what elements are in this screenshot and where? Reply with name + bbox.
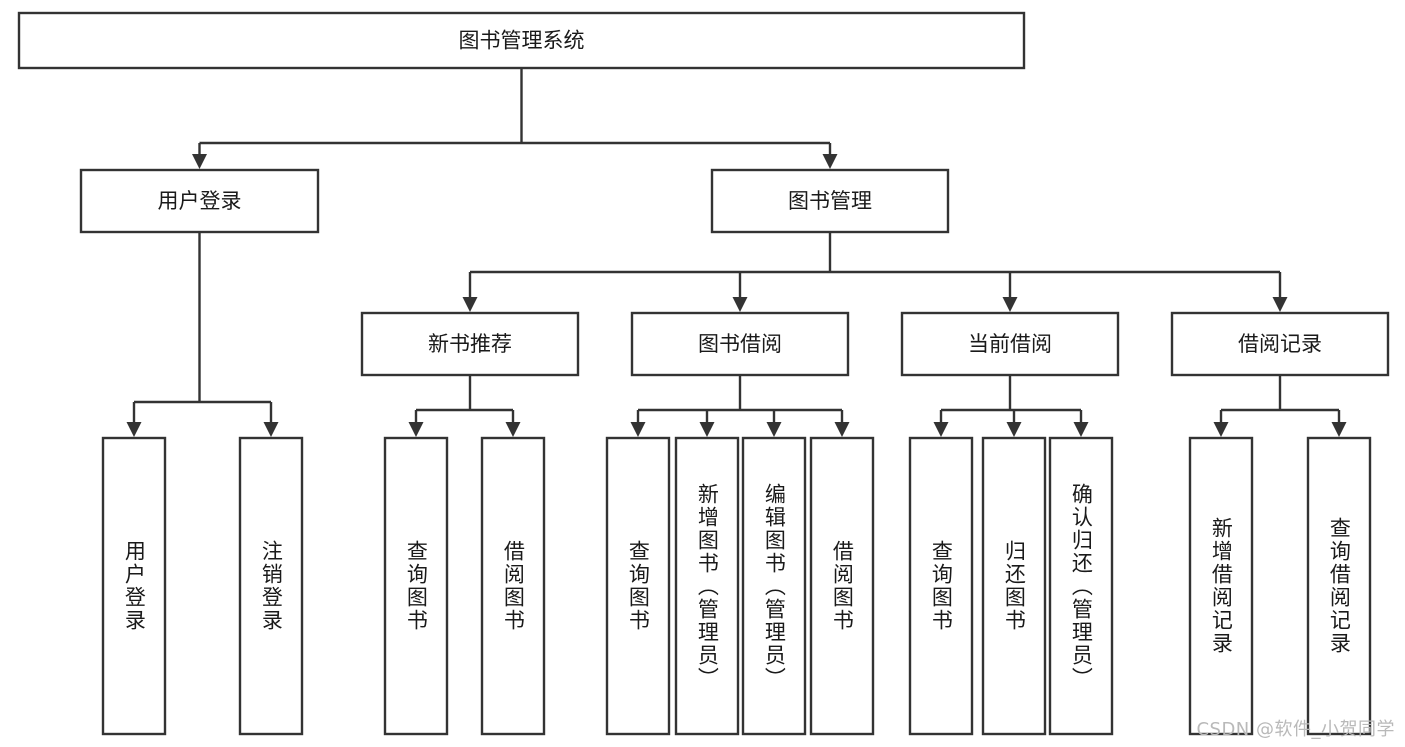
connector-arrowhead bbox=[126, 422, 142, 437]
node-label: 图书管理 bbox=[788, 189, 872, 213]
connector-arrowhead bbox=[462, 297, 478, 312]
connector-arrowhead bbox=[263, 422, 279, 437]
connector-arrowhead bbox=[822, 154, 838, 169]
connector-arrowhead bbox=[766, 422, 782, 437]
node-leaf[interactable] bbox=[908, 436, 974, 736]
node-leaf[interactable] bbox=[480, 436, 546, 736]
node-level2[interactable] bbox=[710, 168, 950, 234]
connector-arrowhead bbox=[505, 422, 521, 437]
node-leaf[interactable] bbox=[981, 436, 1047, 736]
node-label: 用户登录 bbox=[158, 189, 242, 213]
node-label: 新书推荐 bbox=[428, 332, 512, 356]
node-level3[interactable] bbox=[630, 311, 850, 377]
node-leaf[interactable] bbox=[674, 436, 740, 736]
connector-arrowhead bbox=[1006, 422, 1022, 437]
node-leaf[interactable] bbox=[383, 436, 449, 736]
connector-arrowhead bbox=[1331, 422, 1347, 437]
node-level3[interactable] bbox=[360, 311, 580, 377]
node-level2[interactable] bbox=[79, 168, 320, 234]
connector-arrowhead bbox=[1213, 422, 1229, 437]
node-leaf[interactable] bbox=[605, 436, 671, 736]
connector-arrowhead bbox=[933, 422, 949, 437]
node-label: 图书管理系统 bbox=[459, 29, 585, 53]
connector-arrowhead bbox=[732, 297, 748, 312]
node-leaf[interactable] bbox=[809, 436, 875, 736]
connector-arrowhead bbox=[699, 422, 715, 437]
connector-arrowhead bbox=[1002, 297, 1018, 312]
node-leaf[interactable] bbox=[101, 436, 167, 736]
watermark-text: CSDN @软件_小贺同学 bbox=[1196, 719, 1395, 740]
node-leaf[interactable] bbox=[1048, 436, 1114, 736]
node-label: 借阅记录 bbox=[1238, 332, 1322, 356]
connector-arrowhead bbox=[408, 422, 424, 437]
node-level3[interactable] bbox=[900, 311, 1120, 377]
connector-edges-layer bbox=[126, 68, 1347, 437]
node-leaf[interactable] bbox=[238, 436, 304, 736]
node-leaf[interactable] bbox=[1306, 436, 1372, 736]
connector-arrowhead bbox=[630, 422, 646, 437]
node-label: 当前借阅 bbox=[968, 332, 1052, 356]
connector-arrowhead bbox=[192, 154, 207, 169]
connector-arrowhead bbox=[834, 422, 850, 437]
connector-arrowhead bbox=[1272, 297, 1288, 312]
node-leaf[interactable] bbox=[1188, 436, 1254, 736]
node-level3[interactable] bbox=[1170, 311, 1390, 377]
node-root[interactable] bbox=[17, 11, 1026, 70]
connector-arrowhead bbox=[1073, 422, 1089, 437]
node-leaf[interactable] bbox=[741, 436, 807, 736]
node-label: 图书借阅 bbox=[698, 332, 782, 356]
